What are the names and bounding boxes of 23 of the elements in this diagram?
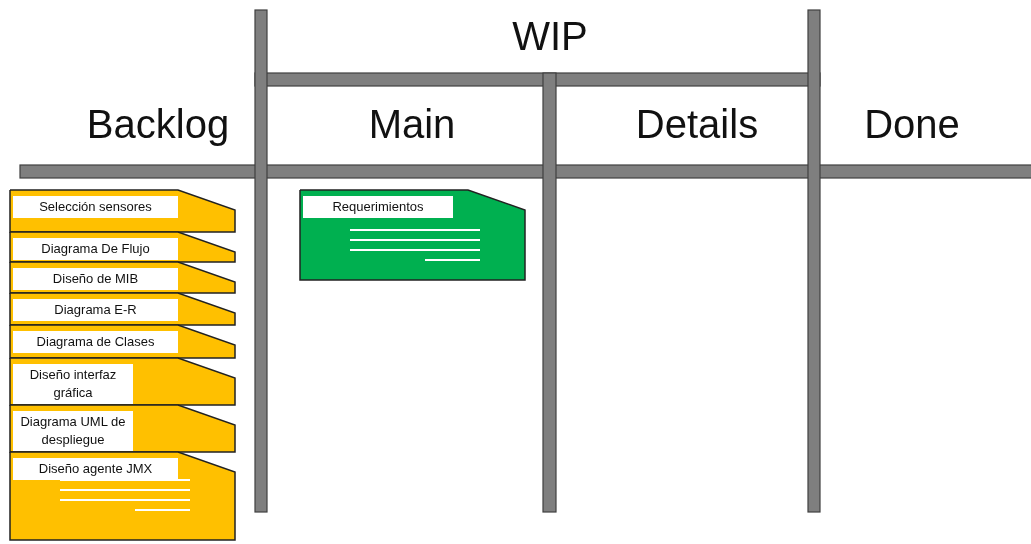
note-card — [10, 358, 235, 405]
note-card — [10, 325, 235, 358]
note-card — [300, 190, 525, 280]
note-card — [10, 262, 235, 293]
card-title: Diseño interfaz gráfica — [13, 364, 133, 404]
card-title: Selección sensores — [13, 196, 178, 218]
board-title: WIP — [512, 14, 588, 59]
note-card — [10, 232, 235, 262]
note-card — [10, 452, 235, 540]
card-title: Diseño de MIB — [13, 268, 178, 290]
card-title: Diagrama De Flujo — [13, 238, 178, 260]
card-title: Diagrama de Clases — [13, 331, 178, 353]
note-card — [10, 405, 235, 452]
card-title: Requerimientos — [303, 196, 453, 218]
card-title: Diseño agente JMX — [13, 458, 178, 480]
column-heading: Details — [635, 102, 759, 147]
column-heading: Done — [864, 102, 960, 147]
note-card — [10, 190, 235, 232]
card-title: Diagrama E-R — [13, 299, 178, 321]
column-heading: Backlog — [86, 102, 230, 147]
card-title: Diagrama UML de despliegue — [13, 411, 133, 451]
note-card — [10, 293, 235, 325]
column-heading: Main — [368, 102, 456, 147]
